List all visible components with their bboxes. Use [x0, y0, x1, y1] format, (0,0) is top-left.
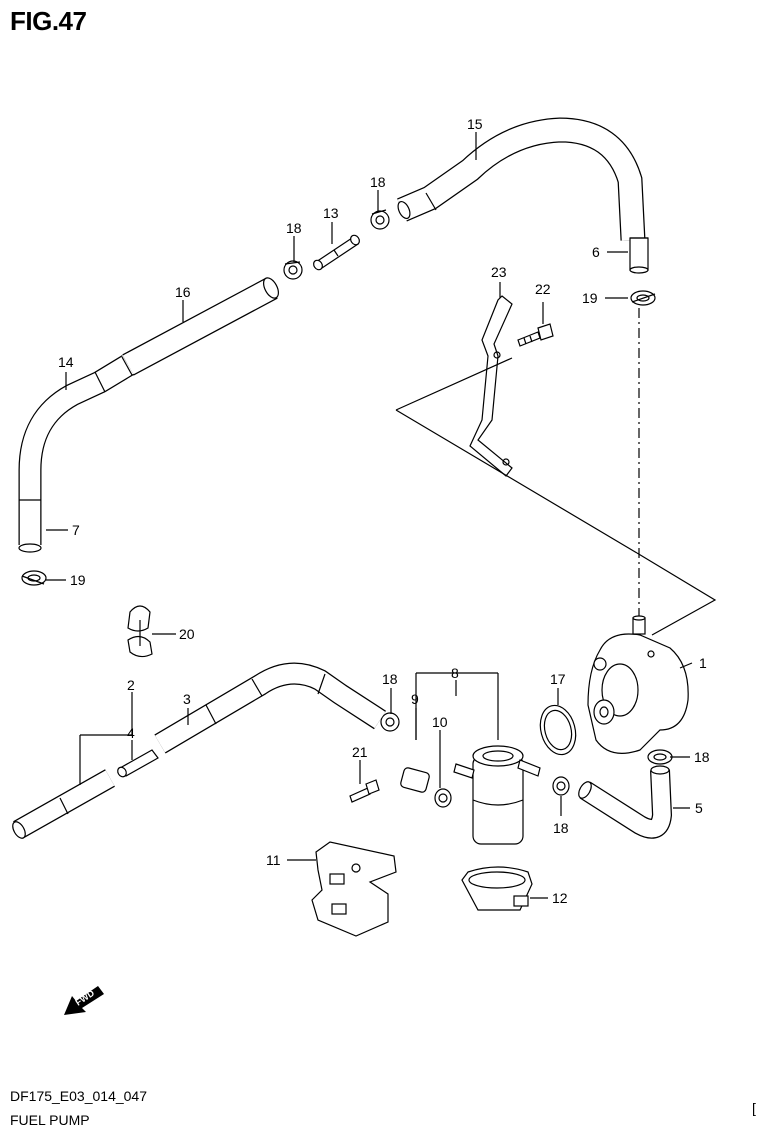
hose-3 — [154, 662, 386, 754]
callout-1: 1 — [699, 655, 707, 671]
callout-9: 9 — [411, 691, 419, 707]
clip-18-mid — [283, 260, 303, 280]
callout-2: 2 — [127, 677, 135, 693]
hose-15 — [397, 117, 646, 241]
fuel-pump-1 — [587, 615, 689, 754]
diagram-code: DF175_E03_014_047 — [10, 1088, 148, 1104]
hose-6 — [629, 237, 649, 274]
hose-14 — [18, 355, 134, 553]
callout-18-mid: 18 — [286, 220, 302, 236]
hose-16 — [122, 277, 279, 376]
callout-8: 8 — [451, 665, 459, 681]
clip-18-filter — [380, 712, 400, 732]
forward-arrow-icon: FWD — [64, 986, 104, 1015]
callout-19-right: 19 — [582, 290, 598, 306]
joint-13 — [313, 234, 360, 271]
clip-18-pump — [647, 749, 673, 765]
callout-18-lower-right: 18 — [553, 820, 569, 836]
callout-5: 5 — [695, 800, 703, 816]
callout-4: 4 — [127, 725, 135, 741]
hose-2 — [12, 769, 115, 839]
callout-11: 11 — [266, 852, 281, 868]
bolt-22 — [517, 323, 554, 347]
callout-6: 6 — [592, 244, 600, 260]
callout-23: 23 — [491, 264, 507, 280]
fuel-filter-8 — [453, 745, 541, 845]
filter-bracket-12 — [461, 866, 533, 911]
callout-22: 22 — [535, 281, 551, 297]
callout-7: 7 — [72, 522, 80, 538]
clip-18-lower-right — [552, 776, 570, 796]
page-bracket: [ — [752, 1100, 756, 1116]
leader-lines — [46, 132, 693, 899]
figure-title: FIG.47 — [10, 6, 87, 36]
callout-12: 12 — [552, 890, 568, 906]
joint-4 — [117, 749, 159, 778]
callout-20: 20 — [179, 626, 195, 642]
callout-3: 3 — [183, 691, 191, 707]
callout-18-filter: 18 — [382, 671, 398, 687]
callout-17: 17 — [550, 671, 566, 687]
clip-18-upper — [370, 209, 390, 230]
callout-14: 14 — [58, 354, 74, 370]
hose-5 — [578, 765, 673, 839]
callout-18-upper: 18 — [370, 174, 386, 190]
bracket-11 — [311, 841, 397, 937]
callout-21: 21 — [352, 744, 368, 760]
callout-15: 15 — [467, 116, 483, 132]
diagram-name: FUEL PUMP — [10, 1112, 90, 1128]
callout-10: 10 — [432, 714, 448, 730]
bracket-23 — [469, 295, 513, 477]
o-ring-17 — [539, 704, 577, 756]
reference-plane — [395, 357, 717, 636]
clip-19-left — [21, 570, 47, 586]
bolt-21 — [349, 779, 380, 803]
callout-19-left: 19 — [70, 572, 86, 588]
cushion-9 — [400, 767, 430, 793]
clip-20 — [127, 605, 153, 658]
callout-labels: 1 2 3 4 5 6 7 8 9 10 11 12 13 14 15 16 1… — [58, 116, 710, 906]
callout-18-pump: 18 — [694, 749, 710, 765]
callout-13: 13 — [323, 205, 339, 221]
clip-10 — [434, 788, 452, 808]
callout-16: 16 — [175, 284, 191, 300]
clip-19-right — [630, 290, 656, 306]
